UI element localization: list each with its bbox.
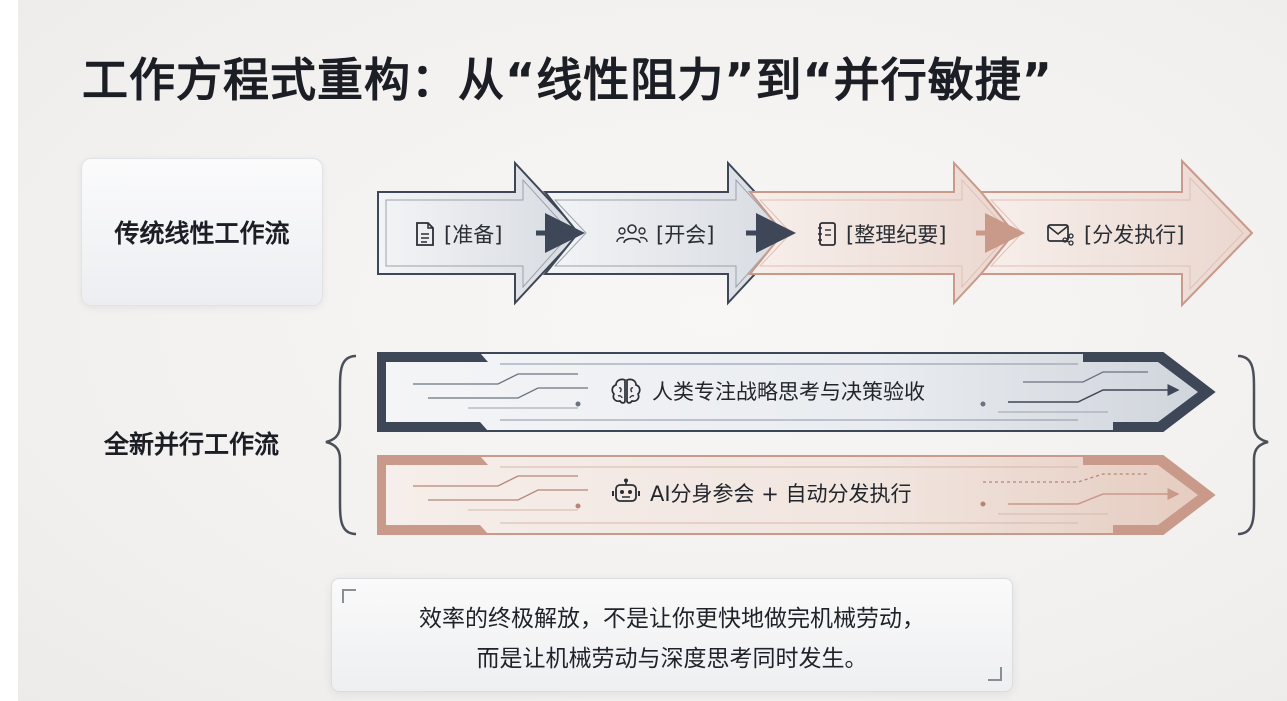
step-meeting-label: [开会] xyxy=(656,223,715,247)
human-strategy-bar xyxy=(377,352,1216,432)
ai-bar-text: AI分身参会 + 自动分发执行 xyxy=(612,478,912,508)
mail-share-icon xyxy=(1047,224,1074,246)
robot-icon xyxy=(612,478,640,502)
step-prepare: [准备] xyxy=(414,219,502,249)
brain-icon xyxy=(611,378,641,404)
step-distribute-label: [分发执行] xyxy=(1084,223,1185,247)
quote-line-1: 效率的终极解放，不是让你更快地做完机械劳动， xyxy=(419,606,925,632)
people-icon xyxy=(616,224,648,244)
slide: 工作方程式重构：从“线性阻力”到“并行敏捷” 传统线性工作流 全新并行工作流 xyxy=(18,0,1287,701)
step-minutes: [整理纪要] xyxy=(816,219,946,249)
quote-corner-top-left xyxy=(342,589,356,603)
page-title: 工作方程式重构：从“线性阻力”到“并行敏捷” xyxy=(82,53,1053,107)
step-prepare-label: [准备] xyxy=(444,223,503,247)
traditional-workflow-label-text: 传统线性工作流 xyxy=(114,219,290,248)
human-bar-text: 人类专注战略思考与决策验收 xyxy=(610,376,925,406)
quote-line-2: 而是让机械劳动与深度思考同时发生。 xyxy=(476,646,868,672)
workflow-diagram xyxy=(325,158,1269,536)
ai-bar-label: AI分身参会 + 自动分发执行 xyxy=(650,482,912,506)
quote-corner-bottom-right xyxy=(988,667,1002,681)
notebook-icon xyxy=(818,222,836,246)
document-icon xyxy=(416,222,434,246)
step-distribute: [分发执行] xyxy=(1046,219,1184,249)
quote-box: 效率的终极解放，不是让你更快地做完机械劳动， 而是让机械劳动与深度思考同时发生。 xyxy=(331,578,1013,692)
right-brace xyxy=(1237,354,1269,536)
traditional-workflow-label: 传统线性工作流 xyxy=(81,158,323,306)
left-brace xyxy=(325,354,357,536)
step-minutes-label: [整理纪要] xyxy=(846,223,947,247)
ai-execution-bar xyxy=(377,455,1216,535)
human-bar-label: 人类专注战略思考与决策验收 xyxy=(652,380,925,404)
traditional-step-arrow-1 xyxy=(377,160,582,306)
parallel-workflow-label: 全新并行工作流 xyxy=(104,430,280,459)
step-meeting: [开会] xyxy=(616,219,714,249)
